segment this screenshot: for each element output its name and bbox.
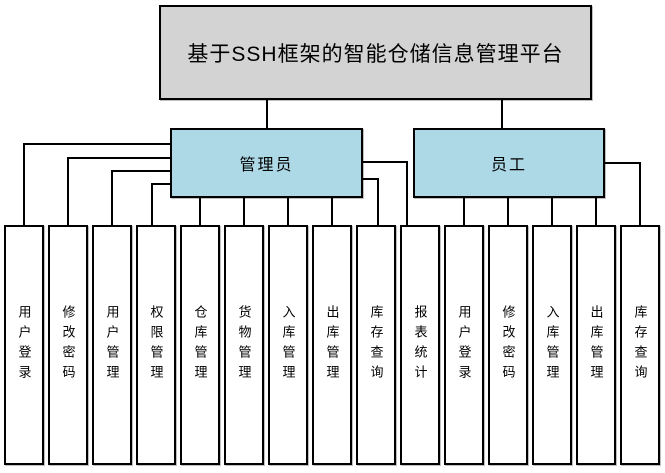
platform-title-box: 基于SSH框架的智能仓储信息管理平台 [159, 5, 592, 100]
function-box-user-login: 用户登录 [4, 225, 44, 465]
function-label: 库存查询 [632, 305, 648, 385]
connector-admin-to-user-management [111, 170, 170, 226]
function-box-report-statistics: 报表统计 [400, 225, 440, 465]
function-label: 仓库管理 [192, 305, 208, 385]
function-box-change-password: 修改密码 [48, 225, 88, 465]
role-label-admin: 管理员 [239, 157, 294, 174]
platform-title: 基于SSH框架的智能仓储信息管理平台 [187, 42, 564, 66]
connector-admin-to-report-statistics [363, 161, 408, 226]
function-box-staff-inbound-management: 入库管理 [532, 225, 572, 465]
role-box-admin: 管理员 [170, 128, 363, 198]
function-box-staff-change-password: 修改密码 [488, 225, 528, 465]
function-box-goods-management: 货物管理 [224, 225, 264, 465]
function-label: 权限管理 [148, 305, 164, 385]
function-box-outbound-management: 出库管理 [312, 225, 352, 465]
function-label: 出库管理 [324, 305, 340, 385]
connector-staff-to-inventory-query [605, 162, 641, 226]
function-box-staff-inventory-query: 库存查询 [620, 225, 660, 465]
function-label: 入库管理 [280, 305, 296, 385]
function-box-inventory-query: 库存查询 [356, 225, 396, 465]
function-label: 修改密码 [60, 305, 76, 385]
function-box-inbound-management: 入库管理 [268, 225, 308, 465]
function-box-user-management: 用户管理 [92, 225, 132, 465]
function-label: 用户登录 [456, 305, 472, 385]
function-label: 入库管理 [544, 305, 560, 385]
function-box-staff-outbound-management: 出库管理 [576, 225, 616, 465]
connector-admin-to-inventory-query [363, 178, 379, 226]
connector-admin-to-user-login [23, 143, 170, 226]
function-label: 用户管理 [104, 305, 120, 385]
function-box-warehouse-management: 仓库管理 [180, 225, 220, 465]
function-label: 用户登录 [16, 305, 32, 385]
function-label: 库存查询 [368, 305, 384, 385]
connector-admin-to-permission-management [151, 183, 170, 226]
function-box-staff-user-login: 用户登录 [444, 225, 484, 465]
function-label: 出库管理 [588, 305, 604, 385]
function-label: 修改密码 [500, 305, 516, 385]
function-label: 货物管理 [236, 305, 252, 385]
connector-admin-to-change-password [67, 157, 170, 226]
function-box-permission-management: 权限管理 [136, 225, 176, 465]
role-box-staff: 员工 [413, 128, 605, 198]
role-label-staff: 员工 [490, 157, 527, 174]
function-label: 报表统计 [412, 305, 428, 385]
